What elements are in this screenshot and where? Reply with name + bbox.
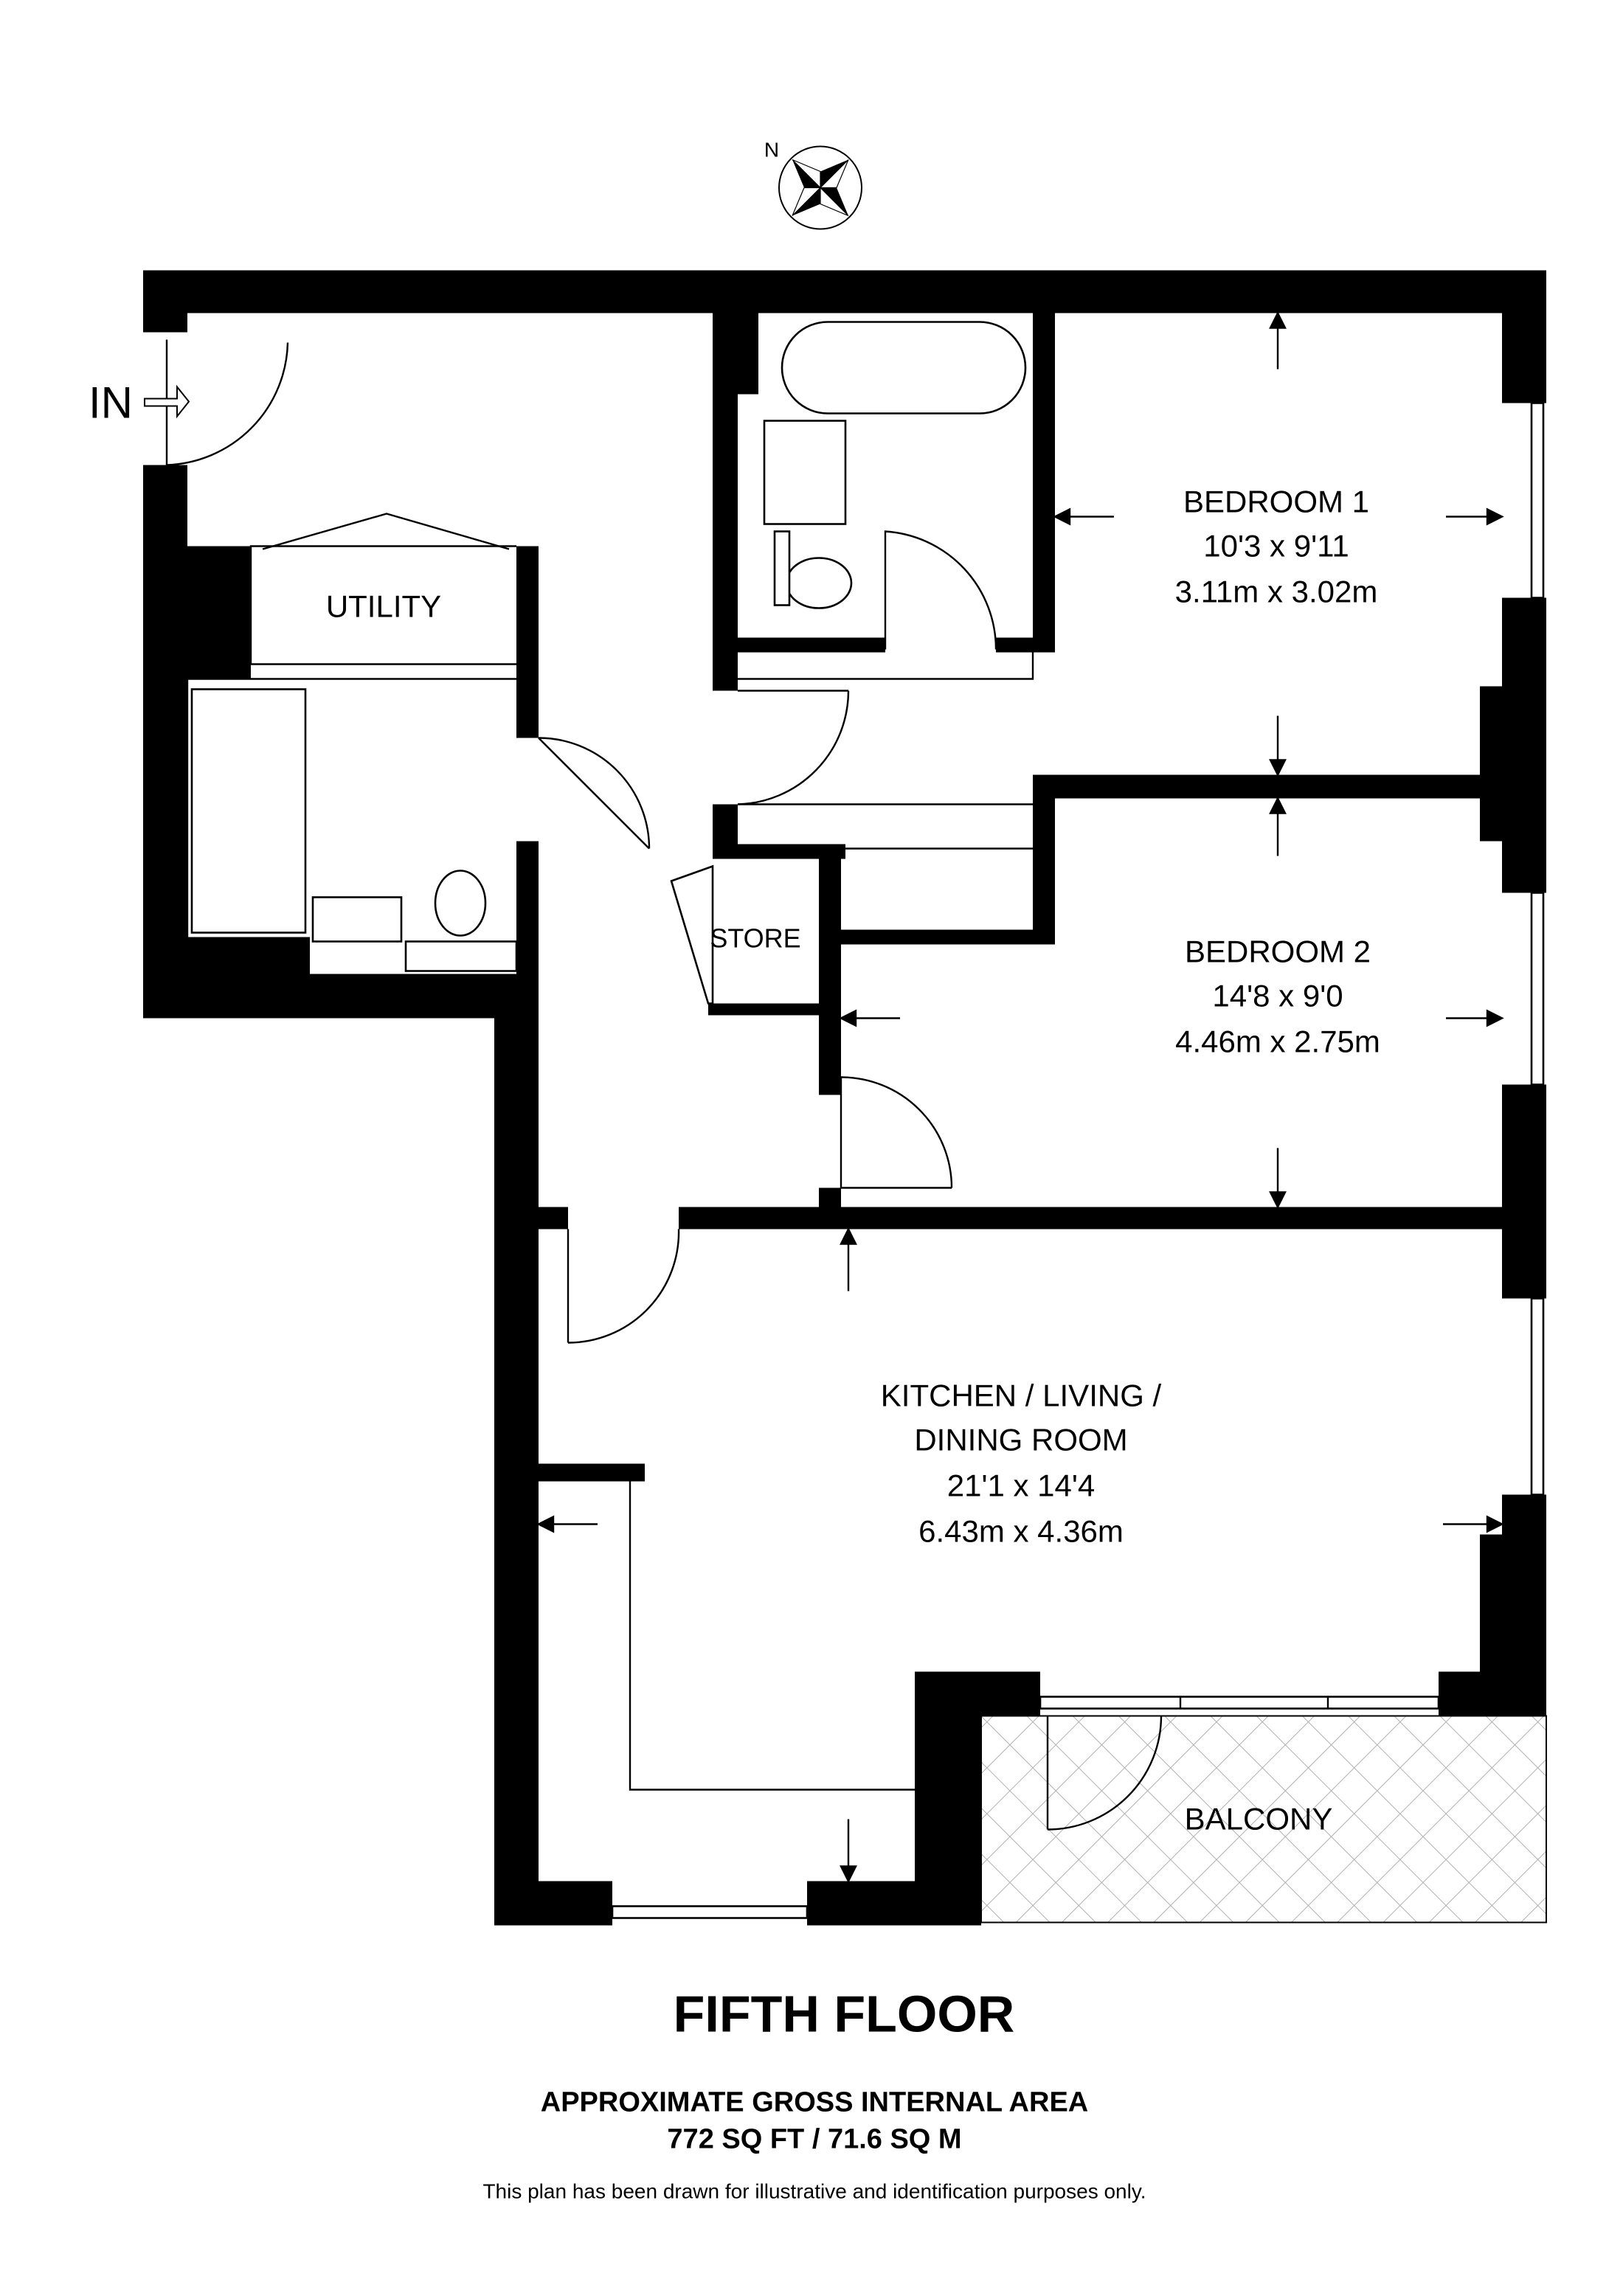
dimension-arrows xyxy=(536,311,1504,1884)
doors xyxy=(165,339,1163,1831)
floor-title: FIFTH FLOOR xyxy=(674,1985,1015,2043)
wc-icon xyxy=(434,870,487,937)
sink-icon xyxy=(763,420,847,525)
entrance-label: IN xyxy=(89,378,133,428)
bedroom1-metric: 3.11m x 3.02m xyxy=(1175,575,1378,609)
bathtub-icon xyxy=(781,321,1027,415)
area-title: APPROXIMATE GROSS INTERNAL AREA xyxy=(541,2087,1088,2118)
bath-icon xyxy=(190,688,307,934)
bathroom-fixtures xyxy=(190,321,1027,972)
walls xyxy=(143,270,1546,1926)
area-value: 772 SQ FT / 71.6 SQ M xyxy=(667,2124,961,2155)
kitchen-name-line2: DINING ROOM xyxy=(914,1423,1127,1457)
bedroom2-name: BEDROOM 2 xyxy=(1185,934,1371,969)
kitchen-metric: 6.43m x 4.36m xyxy=(918,1514,1124,1549)
utility-label: UTILITY xyxy=(326,589,441,624)
north-compass-icon xyxy=(778,145,862,230)
bedroom1-imperial: 10'3 x 9'11 xyxy=(1203,529,1349,563)
bedroom2-metric: 4.46m x 2.75m xyxy=(1175,1024,1380,1059)
entrance-arrow-icon xyxy=(144,384,190,419)
compass-north-label: N xyxy=(764,139,779,162)
thin-lines xyxy=(186,545,1034,1791)
balcony-label: BALCONY xyxy=(1185,1802,1333,1837)
bedroom2-imperial: 14'8 x 9'0 xyxy=(1212,979,1343,1013)
store-label: STORE xyxy=(710,923,800,954)
disclaimer: This plan has been drawn for illustrativ… xyxy=(482,2180,1146,2203)
kitchen-imperial: 21'1 x 14'4 xyxy=(947,1468,1096,1503)
toilet-icon xyxy=(785,557,853,609)
bedroom1-name: BEDROOM 1 xyxy=(1183,485,1369,519)
basin-icon xyxy=(311,896,403,943)
balcony-area xyxy=(980,1715,1547,1924)
windows xyxy=(611,402,1545,1919)
kitchen-name-line1: KITCHEN / LIVING / xyxy=(881,1378,1162,1413)
